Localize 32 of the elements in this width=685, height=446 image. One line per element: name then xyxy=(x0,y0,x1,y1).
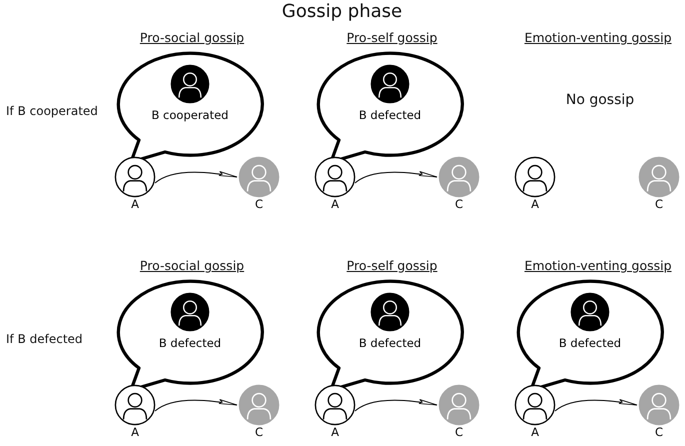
column-heading: Emotion-venting gossip xyxy=(524,30,672,45)
column-heading: Pro-social gossip xyxy=(140,30,244,45)
column-heading: Pro-self gossip xyxy=(346,30,438,45)
person-label: A xyxy=(130,426,140,439)
bubble-text: B cooperated xyxy=(150,108,230,122)
bubble-text: B defected xyxy=(558,336,622,350)
note-text: No gossip xyxy=(566,92,634,108)
person-label: A xyxy=(330,426,340,439)
column-heading: Emotion-venting gossip xyxy=(524,258,672,273)
bubble-text: B defected xyxy=(158,336,222,350)
arrow xyxy=(154,171,238,184)
bubble-text: B defected xyxy=(358,108,422,122)
bubble-text: B defected xyxy=(358,336,422,350)
person-label: A xyxy=(530,198,540,211)
person-label: C xyxy=(454,426,464,439)
arrow xyxy=(154,399,238,412)
person-label: C xyxy=(654,198,664,211)
person-label: C xyxy=(654,426,664,439)
column-heading: Pro-social gossip xyxy=(140,258,244,273)
row-label: If B cooperated xyxy=(6,104,98,118)
arrow xyxy=(554,399,638,412)
person-label: C xyxy=(454,198,464,211)
person-label: A xyxy=(130,198,140,211)
title: Gossip phase xyxy=(282,1,402,22)
person-label: C xyxy=(254,198,264,211)
column-heading: Pro-self gossip xyxy=(346,258,438,273)
person-label: C xyxy=(254,426,264,439)
arrow xyxy=(354,171,438,184)
person-label: A xyxy=(330,198,340,211)
row-label: If B defected xyxy=(6,332,83,346)
person-label: A xyxy=(530,426,540,439)
arrow xyxy=(354,399,438,412)
